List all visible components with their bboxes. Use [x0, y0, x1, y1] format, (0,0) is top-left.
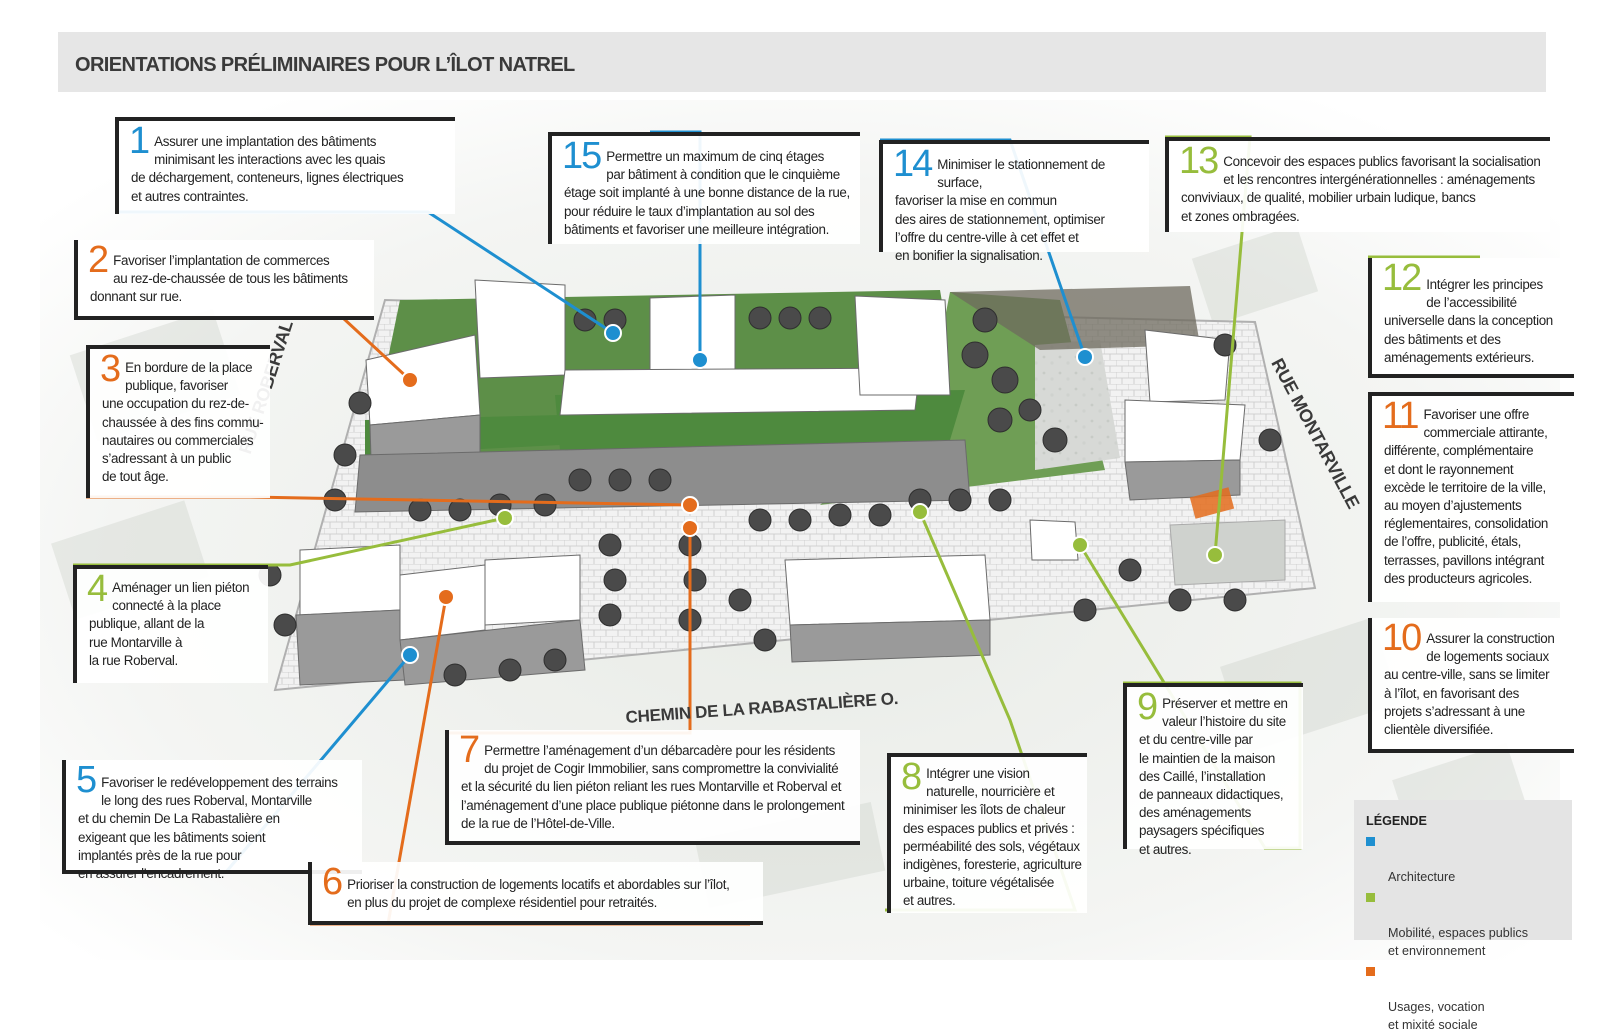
callout-8: 8 Intégrer une vision naturelle, nourric… — [887, 753, 1087, 913]
legend-swatch — [1366, 967, 1375, 976]
callout-text: Assurer une implantation des bâtiments m… — [131, 134, 404, 204]
callout-number: 12 — [1382, 257, 1422, 299]
legend-item-architecture: Architecture — [1366, 832, 1560, 886]
callout-number: 4 — [87, 568, 108, 610]
callout-text: Prioriser la construction de logements l… — [347, 877, 730, 911]
callout-4: 4 Aménager un lien piéton connecté à la … — [73, 565, 268, 683]
callout-text: Intégrer les principes de l’accessibilit… — [1384, 277, 1553, 365]
callout-text: Assurer la construction de logements soc… — [1384, 631, 1555, 738]
legend-label: Architecture — [1388, 870, 1456, 884]
callout-text: Favoriser le redéveloppement des terrain… — [78, 775, 338, 882]
callout-text: Favoriser une offre commerciale attirant… — [1384, 407, 1549, 586]
legend-swatch — [1366, 837, 1375, 846]
callout-number: 6 — [322, 861, 343, 903]
callout-13: 13 Concevoir des espaces publics favoris… — [1165, 137, 1550, 232]
legend-title: LÉGENDE — [1366, 814, 1427, 828]
callout-text: Favoriser l’implantation de commerces au… — [90, 253, 348, 305]
callout-11: 11 Favoriser une offre commerciale attir… — [1368, 392, 1574, 602]
callout-14: 14 Minimiser le stationnement de surface… — [879, 140, 1149, 263]
callout-15: 15 Permettre un maximum de cinq étages p… — [548, 132, 860, 244]
header-bar: ORIENTATIONS PRÉLIMINAIRES POUR L’ÎLOT N… — [58, 32, 1546, 92]
callout-number: 13 — [1179, 140, 1219, 182]
callout-number: 5 — [76, 759, 97, 801]
callout-number: 10 — [1382, 617, 1422, 659]
callout-text: En bordure de la place publique, favoris… — [102, 360, 264, 485]
callout-number: 2 — [88, 239, 109, 281]
callout-7: 7 Permettre l’aménagement d’un débarcadè… — [445, 730, 860, 845]
callout-number: 14 — [893, 143, 933, 185]
callout-number: 7 — [459, 729, 480, 771]
callout-5: 5 Favoriser le redéveloppement des terra… — [62, 759, 362, 881]
callout-number: 3 — [100, 348, 121, 390]
callout-10: 10 Assurer la construction de logements … — [1368, 618, 1574, 753]
callout-number: 1 — [129, 120, 150, 162]
legend-swatch — [1366, 893, 1375, 902]
callout-text: Minimiser le stationnement de surface, f… — [895, 157, 1106, 264]
callout-text: Préserver et mettre en valeur l’histoire… — [1139, 696, 1288, 857]
callout-number: 8 — [901, 756, 922, 798]
callout-text: Permettre un maximum de cinq étages par … — [564, 149, 850, 237]
callout-9: 9 Préserver et mettre en valeur l’histoi… — [1123, 683, 1303, 857]
callout-1: 1 Assurer une implantation des bâtiments… — [115, 117, 455, 214]
callout-number: 11 — [1382, 395, 1419, 437]
page-title: ORIENTATIONS PRÉLIMINAIRES POUR L’ÎLOT N… — [75, 54, 575, 76]
callout-text: Concevoir des espaces publics favorisant… — [1181, 154, 1541, 224]
callout-number: 15 — [562, 135, 602, 177]
legend-item-usages: Usages, vocation et mixité sociale — [1366, 962, 1560, 1034]
callout-text: Permettre l’aménagement d’un débarcadère… — [461, 743, 845, 831]
callout-number: 9 — [1137, 686, 1158, 728]
callout-2: 2 Favoriser l’implantation de commerces … — [74, 240, 374, 320]
callout-12: 12 Intégrer les principes de l’accessibi… — [1368, 258, 1574, 378]
legend-item-mobilite: Mobilité, espaces publics et environneme… — [1366, 888, 1560, 960]
callout-text: Aménager un lien piéton connecté à la pl… — [89, 580, 250, 668]
legend-label: Usages, vocation et mixité sociale — [1388, 1000, 1485, 1032]
legend: LÉGENDE Architecture Mobilité, espaces p… — [1354, 800, 1572, 1032]
callout-3: 3 En bordure de la place publique, favor… — [86, 345, 270, 498]
callout-6: 6 Prioriser la construction de logements… — [308, 862, 763, 925]
callout-text: Intégrer une vision naturelle, nourriciè… — [903, 766, 1082, 909]
legend-label: Mobilité, espaces publics et environneme… — [1388, 926, 1529, 958]
